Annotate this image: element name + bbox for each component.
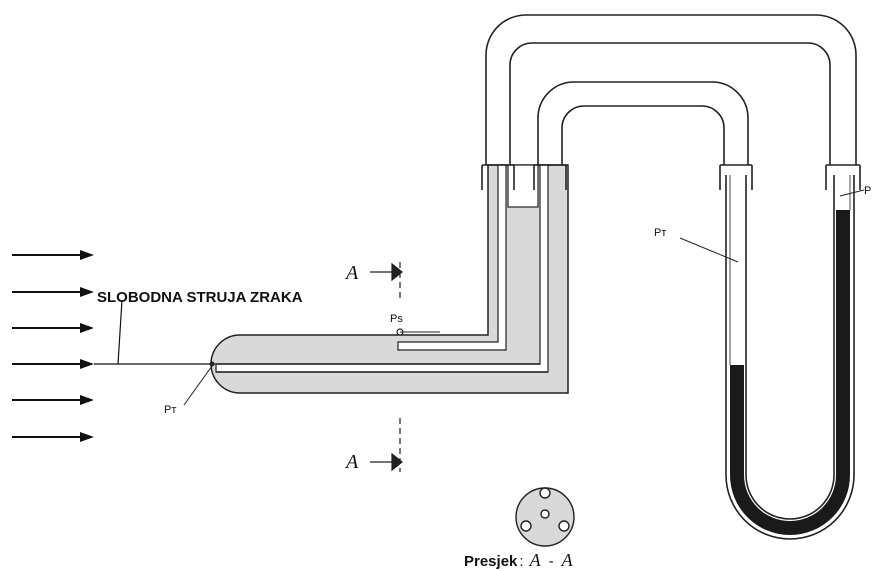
- pt-manometer-leader: [679, 237, 739, 263]
- section-caption-a2: A: [561, 550, 574, 570]
- section-arrowhead-bottom: [391, 452, 403, 472]
- stream-label: SLOBODNA STRUJA ZRAKA: [97, 289, 303, 306]
- section-a-bottom-label: A: [344, 451, 359, 473]
- section-arrowhead-top: [391, 262, 403, 282]
- p-edge-leader: [839, 189, 865, 197]
- section-caption-a1: A: [529, 550, 542, 570]
- connecting-tubes: [481, 14, 861, 190]
- outer-tube-inner-wall: [509, 42, 831, 165]
- cross-section-view: [515, 487, 575, 547]
- section-caption-prefix: Presjek: [464, 553, 518, 570]
- probe-outer-body: [210, 164, 569, 394]
- inner-tube-inner-wall: [561, 105, 725, 165]
- total-pressure-tube: [212, 164, 549, 373]
- stream-arrowhead-6: [80, 432, 94, 442]
- ps-label: Ps: [390, 313, 403, 325]
- pt-tip-leader: [183, 365, 213, 406]
- stream-arrowhead-1: [80, 250, 94, 260]
- cross-section-hole-left: [520, 520, 532, 532]
- stream-leader-line: [117, 299, 123, 365]
- stream-arrowhead-4: [80, 359, 94, 369]
- section-caption: Presjek: A-A: [464, 550, 574, 570]
- outer-tube-outer-wall: [485, 14, 857, 165]
- section-markers: [370, 262, 403, 472]
- probe-tip-hole: [209, 361, 215, 367]
- pt-tip-label: Pт: [164, 404, 176, 416]
- pt-manometer-label: Pт: [654, 227, 666, 239]
- inner-tube-outer-wall: [537, 81, 749, 165]
- section-caption-colon: :: [519, 553, 523, 570]
- manometer-outer-wall: [725, 175, 855, 540]
- u-tube-manometer: [725, 175, 855, 540]
- cross-section-center-hole: [540, 509, 550, 519]
- p-edge-label: P: [864, 185, 871, 197]
- section-caption-dash: -: [549, 553, 554, 570]
- section-a-top-label: A: [344, 262, 359, 284]
- stream-arrowhead-3: [80, 323, 94, 333]
- manometer-inner-wall: [745, 175, 835, 520]
- cross-section-hole-right: [558, 520, 570, 532]
- stream-arrowhead-2: [80, 287, 94, 297]
- probe-top-cap: [507, 164, 539, 208]
- stream-arrowhead-5: [80, 395, 94, 405]
- cross-section-hole-top: [539, 487, 551, 499]
- free-stream-arrows: [12, 250, 94, 442]
- manometer-liquid: [730, 210, 850, 535]
- pitot-probe: [209, 164, 569, 394]
